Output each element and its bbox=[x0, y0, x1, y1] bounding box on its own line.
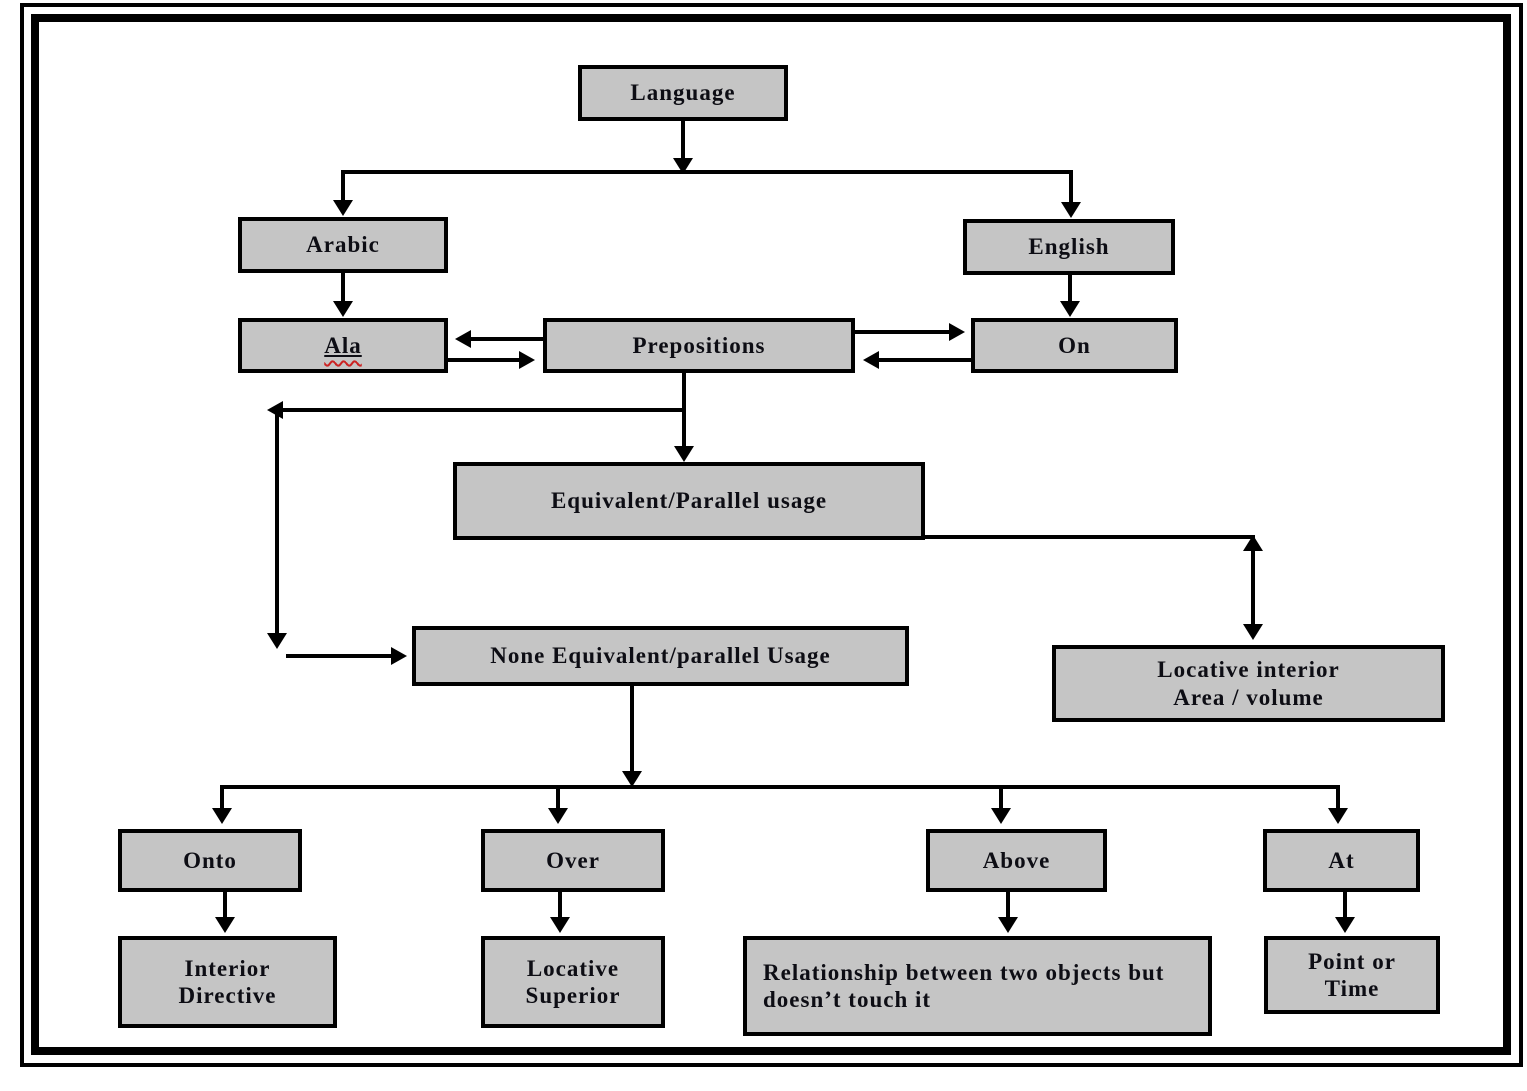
connector-line bbox=[223, 892, 227, 917]
arrowhead-left bbox=[455, 330, 471, 348]
connector-line bbox=[286, 654, 392, 658]
connector-line bbox=[1006, 892, 1010, 917]
node-at-label: At bbox=[1328, 847, 1355, 873]
arrowhead-down bbox=[674, 446, 694, 462]
node-english: English bbox=[963, 219, 1175, 275]
node-relationship-label: Relationship between two objects but doe… bbox=[763, 959, 1165, 1012]
node-over-label: Over bbox=[546, 847, 600, 873]
connector-line bbox=[283, 408, 684, 412]
arrowhead-down bbox=[991, 808, 1011, 824]
connector-line bbox=[855, 330, 950, 334]
node-none-equivalent-parallel-usage: None Equivalent/parallel Usage bbox=[412, 626, 909, 686]
connector-line bbox=[275, 408, 279, 634]
node-locative-interior: Locative interior Area / volume bbox=[1052, 645, 1445, 722]
connector-line bbox=[1068, 275, 1072, 302]
node-interior-directive: Interior Directive bbox=[118, 936, 337, 1028]
arrowhead-down bbox=[998, 917, 1018, 933]
connector-line bbox=[558, 892, 562, 917]
connector-line bbox=[220, 785, 224, 808]
connector-line bbox=[341, 170, 345, 201]
node-above: Above bbox=[926, 829, 1107, 892]
node-arabic: Arabic bbox=[238, 217, 448, 273]
node-none-equivalent-label: None Equivalent/parallel Usage bbox=[490, 643, 831, 669]
node-locative-superior-label: Locative Superior bbox=[525, 955, 621, 1008]
node-onto-label: Onto bbox=[183, 847, 237, 873]
connector-line bbox=[1343, 892, 1347, 917]
connector-line bbox=[341, 170, 1073, 174]
arrowhead-down bbox=[333, 301, 353, 317]
node-at: At bbox=[1263, 829, 1420, 892]
node-prepositions-label: Prepositions bbox=[632, 332, 766, 358]
outer-border-frame bbox=[20, 3, 1523, 1067]
arrowhead-down bbox=[1243, 624, 1263, 640]
arrowhead-down bbox=[333, 200, 353, 216]
arrowhead-down bbox=[212, 808, 232, 824]
connector-line bbox=[556, 785, 560, 808]
arrowhead-right bbox=[391, 647, 407, 665]
node-over: Over bbox=[481, 829, 665, 892]
node-equivalent-parallel-usage: Equivalent/Parallel usage bbox=[453, 462, 925, 540]
node-relationship: Relationship between two objects but doe… bbox=[743, 936, 1212, 1036]
arrowhead-down bbox=[1335, 917, 1355, 933]
connector-line bbox=[1251, 551, 1255, 625]
arrowhead-down bbox=[550, 917, 570, 933]
node-point-or-time: Point or Time bbox=[1264, 936, 1440, 1014]
arrowhead-down bbox=[622, 771, 642, 787]
node-arabic-label: Arabic bbox=[306, 232, 380, 258]
node-prepositions: Prepositions bbox=[543, 318, 855, 373]
connector-line bbox=[682, 373, 686, 447]
node-interior-directive-label: Interior Directive bbox=[178, 955, 277, 1008]
arrowhead-down bbox=[1061, 202, 1081, 218]
arrowhead-up bbox=[1243, 535, 1263, 551]
connector-line bbox=[1336, 785, 1340, 808]
arrowhead-right bbox=[949, 323, 965, 341]
arrowhead-down bbox=[548, 808, 568, 824]
connector-line bbox=[446, 358, 520, 362]
node-equivalent-label: Equivalent/Parallel usage bbox=[550, 488, 828, 514]
connector-line bbox=[341, 273, 345, 302]
arrowhead-down bbox=[1328, 808, 1348, 824]
node-locative-interior-label: Locative interior Area / volume bbox=[1157, 657, 1340, 710]
connector-line bbox=[999, 785, 1003, 808]
node-onto: Onto bbox=[118, 829, 302, 892]
node-language: Language bbox=[578, 65, 788, 121]
arrowhead-down bbox=[267, 633, 287, 649]
arrowhead-down bbox=[1060, 301, 1080, 317]
connector-line bbox=[879, 358, 971, 362]
connector-line bbox=[925, 535, 1255, 539]
connector-line bbox=[471, 337, 543, 341]
connector-line bbox=[1069, 170, 1073, 203]
node-on: On bbox=[971, 318, 1178, 373]
node-ala: Ala bbox=[238, 318, 448, 373]
inner-border-frame bbox=[31, 14, 1511, 1055]
node-english-label: English bbox=[1028, 234, 1110, 260]
connector-line bbox=[681, 121, 685, 159]
node-locative-superior: Locative Superior bbox=[481, 936, 665, 1028]
arrowhead-left bbox=[863, 351, 879, 369]
arrowhead-down bbox=[215, 917, 235, 933]
node-on-label: On bbox=[1058, 332, 1091, 358]
node-language-label: Language bbox=[630, 80, 736, 106]
node-point-or-time-label: Point or Time bbox=[1308, 948, 1396, 1001]
node-above-label: Above bbox=[982, 847, 1051, 873]
node-ala-label: Ala bbox=[324, 332, 362, 358]
connector-line bbox=[220, 785, 1340, 789]
arrowhead-right bbox=[519, 351, 535, 369]
connector-line bbox=[630, 686, 634, 772]
